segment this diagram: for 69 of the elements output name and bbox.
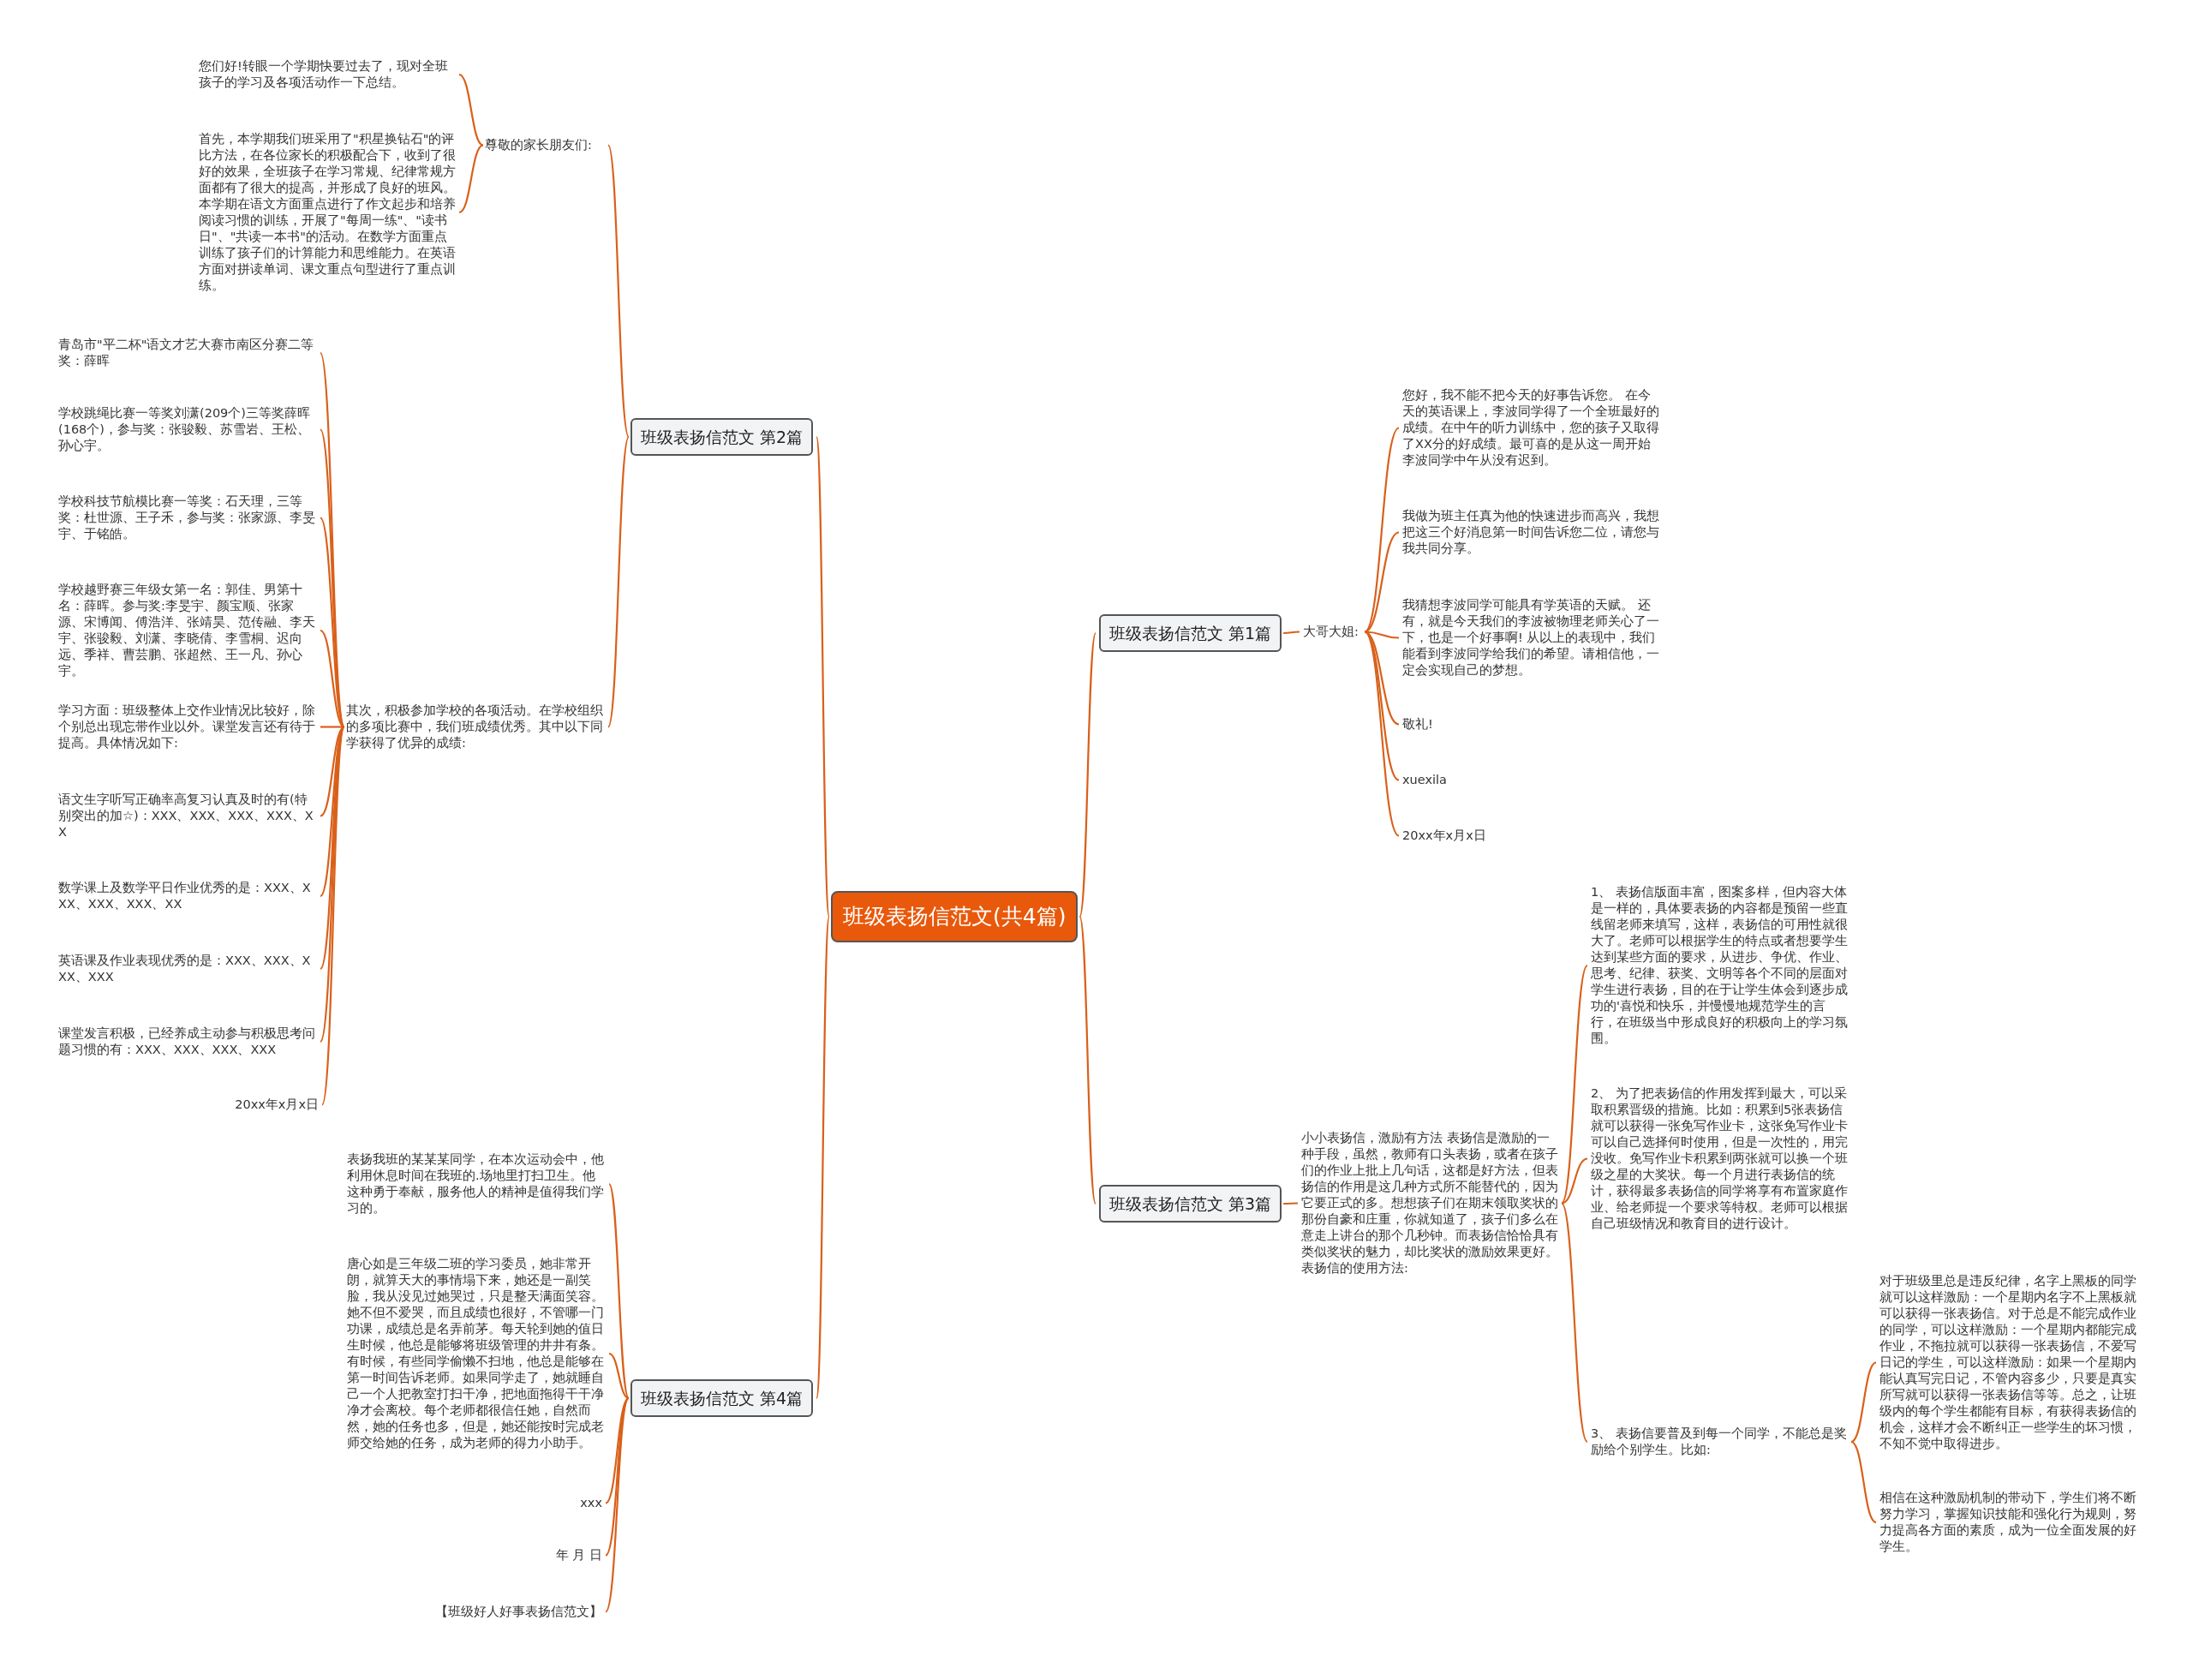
branch-line [1561, 1157, 1588, 1205]
branch-line [1364, 427, 1400, 633]
note-text: 尊敬的家长朋友们: [485, 137, 605, 153]
note-text: 语文生字听写正确率高复习认真及时的有(特别突出的加☆)：XXX、XXX、XXX、XXX、XX [58, 792, 317, 840]
note-text: xuexila [1402, 772, 1471, 788]
note-text: 数学课上及数学平日作业优秀的是：XXX、XXX、XXX、XXX、XX [58, 880, 317, 912]
branch-line [320, 726, 345, 1043]
branch-line [607, 436, 630, 727]
branch-line [816, 916, 831, 1399]
branch-line [1561, 965, 1588, 1205]
note-text: 英语课及作业表现优秀的是：XXX、XXX、XXX、XXX [58, 953, 317, 985]
branch-line [1364, 631, 1400, 726]
branch-line [320, 630, 345, 728]
note-text: 学校科技节航模比赛一等奖：石天理，三等奖：杜世源、王子禾，参与奖：张家源、李旻宇、于铭皓。 [58, 493, 317, 542]
branch-line [1079, 632, 1097, 918]
branch-line [458, 144, 484, 213]
branch-line [458, 74, 484, 146]
branch-line [1079, 916, 1097, 1205]
note-text: 其次，积极参加学校的各项活动。在学校组织的多项比赛中，我们班成绩优秀。其中以下同学获得了优异的成绩: [346, 702, 605, 751]
note-text: 相信在这种激励机制的带动下，学生们将不断努力学习，掌握知识技能和强化行为规则，努力提高各方面的素质，成为一位全面发展的好学生。 [1879, 1490, 2138, 1555]
branch-line [1283, 1202, 1298, 1205]
note-text: 课堂发言积极，已经养成主动参与积极思考问题习惯的有：XXX、XXX、XXX、XXX [58, 1025, 317, 1058]
topic-box: 班级表扬信范文 第4篇 [630, 1379, 814, 1417]
note-text: 年 月 日 [555, 1547, 602, 1563]
note-text: 表扬我班的某某某同学，在本次运动会中，他利用休息时间在我班的.场地里打扫卫生。他这种勇于奉献，服务他人的精神是值得我们学习的。 [347, 1151, 606, 1217]
branch-line [1850, 1441, 1877, 1523]
branch-line [605, 1397, 630, 1504]
note-text: 青岛市"平二杯"语文才艺大赛市南区分赛二等奖：薛晖 [58, 337, 317, 369]
note-text: 您们好!转眼一个学期快要过去了，现对全班孩子的学习及各项活动作一下总结。 [199, 58, 456, 91]
note-text: 20xx年x月x日 [235, 1097, 319, 1113]
note-text: 我做为班主任真为他的快速进步而高兴，我想把这三个好消息第一时间告诉您二位，请您与我共同分享。 [1402, 508, 1661, 557]
branch-line [608, 1353, 630, 1399]
note-text: 学校越野赛三年级女第一名：郭佳、男第十名：薛晖。参与奖:李旻宇、颜宝顺、张家源、宋博闻、傅浩洋、张靖昊、范传融、李天宇、张骏毅、刘潇、李晓倩、李雪桐、迟向远、季祥、曹芸鹏、张超然、王一凡、孙心宇。 [58, 582, 317, 679]
note-text: 敬礼! [1402, 716, 1454, 732]
branch-line [1283, 631, 1300, 635]
note-text: 20xx年x月x日 [1402, 828, 1505, 844]
branch-line [1850, 1361, 1877, 1443]
branch-line [1561, 1202, 1588, 1443]
branch-line [320, 726, 344, 728]
branch-line [320, 517, 345, 728]
branch-line [605, 1397, 630, 1613]
note-text: 唐心如是三年级二班的学习委员，她非常开朗，就算天大的事情塌下来，她还是一副笑脸，我从没见过她哭过，只是整天满面笑容。她不但不爱哭，而且成绩也很好，不管哪一门功课，成绩总是名弄前茅。每天轮到她的值日生时候，他总是能够将班级管理的井井有条。有时候，有些同学偷懒不扫地，他总是能够在第一时间告诉老师。如果同学走了，她就睡自己一个人把教室打扫干净，把地面拖得干干净净才会离校。每个老师都很信任她，自然而然，她的任务也多，但是，她还能按时完成老师交给她的任务，成为老师的得力小助手。 [347, 1256, 606, 1451]
note-text: 学习方面：班级整体上交作业情况比较好，除个别总出现忘带作业以外。课堂发言还有待于提高。具体情况如下: [58, 702, 317, 751]
topic-box: 班级表扬信范文 第3篇 [1099, 1185, 1282, 1223]
branch-line [1364, 531, 1400, 633]
branch-line [320, 726, 345, 817]
note-text: 您好，我不能不把今天的好事告诉您。 在今天的英语课上，李波同学得了一个全班最好的成绩。在中午的听力训练中，您的孩子又取得了XX分的好成绩。最可喜的是从这一周开始李波同学中午从没有迟到。 [1402, 387, 1661, 469]
branch-line [1364, 631, 1400, 781]
note-text: 小小表扬信，激励有方法 表扬信是激励的一种手段，虽然，教师有口头表扬，或者在孩子们的作业上批上几句话，这都是好方法，但表扬信的作用是这几种方式所不能替代的，因为它要正式的多。想想孩子们在期末领取奖状的那份自豪和庄重，你就知道了，孩子们多么在意走上讲台的那个几秒钟。而表扬信恰恰具有类似奖状的魅力，却比奖状的激励效果更好。表扬信的使用方法: [1301, 1130, 1560, 1276]
central-topic-box: 班级表扬信范文(共4篇) [831, 891, 1079, 942]
note-text: 1、 表扬信版面丰富，图案多样，但内容大体是一样的，具体要表扬的内容都是预留一些直线留老师来填写，这样，表扬信的可用性就很大了。老师可以根据学生的特点或者想要学生达到某些方面的要求，从进步、争优、作业、思考、纪律、获奖、文明等各个不同的层面对学生进行表扬，目的在于让学生体会到逐步成功的'喜悦和快乐，并慢慢地规范学生的言行，在班级当中形成良好的积极向上的学习氛围。 [1591, 884, 1849, 1047]
branch-line [320, 726, 346, 1105]
topic-box: 班级表扬信范文 第2篇 [630, 418, 814, 456]
topic-box: 班级表扬信范文 第1篇 [1099, 614, 1282, 652]
branch-line [320, 429, 345, 727]
branch-line [816, 436, 831, 918]
note-text: xxx [580, 1495, 602, 1511]
branch-line [608, 1183, 630, 1399]
branch-line [320, 726, 345, 970]
branch-line [1364, 631, 1400, 837]
note-text: 2、 为了把表扬信的作用发挥到最大，可以采取积累晋级的措施。比如：积累到5张表扬信就可以获得一张免写作业卡，这张免写作业卡可以自己选择何时使用，但是一次性的，用完没收。免写作业卡积累到两张就可以换一个班级之星的大奖状。每一个月进行表扬信的统计，获得最多表扬信的同学将享有布置家庭作业、给老师提一个要求等特权。老师可以根据自己班级情况和教育目的进行设计。 [1591, 1085, 1849, 1232]
note-text: 学校跳绳比赛一等奖刘潇(209个)三等奖薛晖(168个)，参与奖：张骏毅、苏雪岩、王松、孙心宇。 [58, 405, 317, 454]
note-text: 3、 表扬信要普及到每一个同学，不能总是奖励给个别学生。比如: [1591, 1426, 1849, 1458]
note-text: 大哥大姐: [1303, 624, 1363, 640]
note-text: 【班级好人好事表扬信范文】 [435, 1604, 602, 1620]
note-text: 我猜想李波同学可能具有学英语的天赋。 还有，就是今天我们的李波被物理老师关心了一下，也是一个好事啊! 从以上的表现中，我们能看到李波同学给我们的希望。请相信他，一定会实现自己的梦想。 [1402, 597, 1661, 679]
note-text: 首先，本学期我们班采用了"积星换钻石"的评比方法，在各位家长的积极配合下，收到了很好的效果，全班孩子在学习常规、纪律常规方面都有了很大的提高，并形成了良好的班风。本学期在语文方面重点进行了作文起步和培养阅读习惯的训练，开展了"每周一练"、"读书日"、"共读一本书"的活动。在数学方面重点训练了孩子们的计算能力和思维能力。在英语方面对拼读单词、课文重点句型进行了重点训练。 [199, 131, 456, 294]
branch-line [607, 145, 630, 438]
note-text: 对于班级里总是违反纪律，名字上黑板的同学就可以这样激励：一个星期内名字不上黑板就可以获得一张表扬信。对于总是不能完成作业的同学，可以这样激励：一个星期内都能完成作业，不拖拉就可以获得一张表扬信，不爱写日记的学生，可以这样激励：如果一个星期内能认真写完日记，不管内容多少，只要是真实所写就可以获得一张表扬信等等。总之，让班级内的每个学生都能有目标，有获得表扬信的机会，这样才会不断纠正一些学生的坏习惯，不知不觉中取得进步。 [1879, 1273, 2138, 1452]
